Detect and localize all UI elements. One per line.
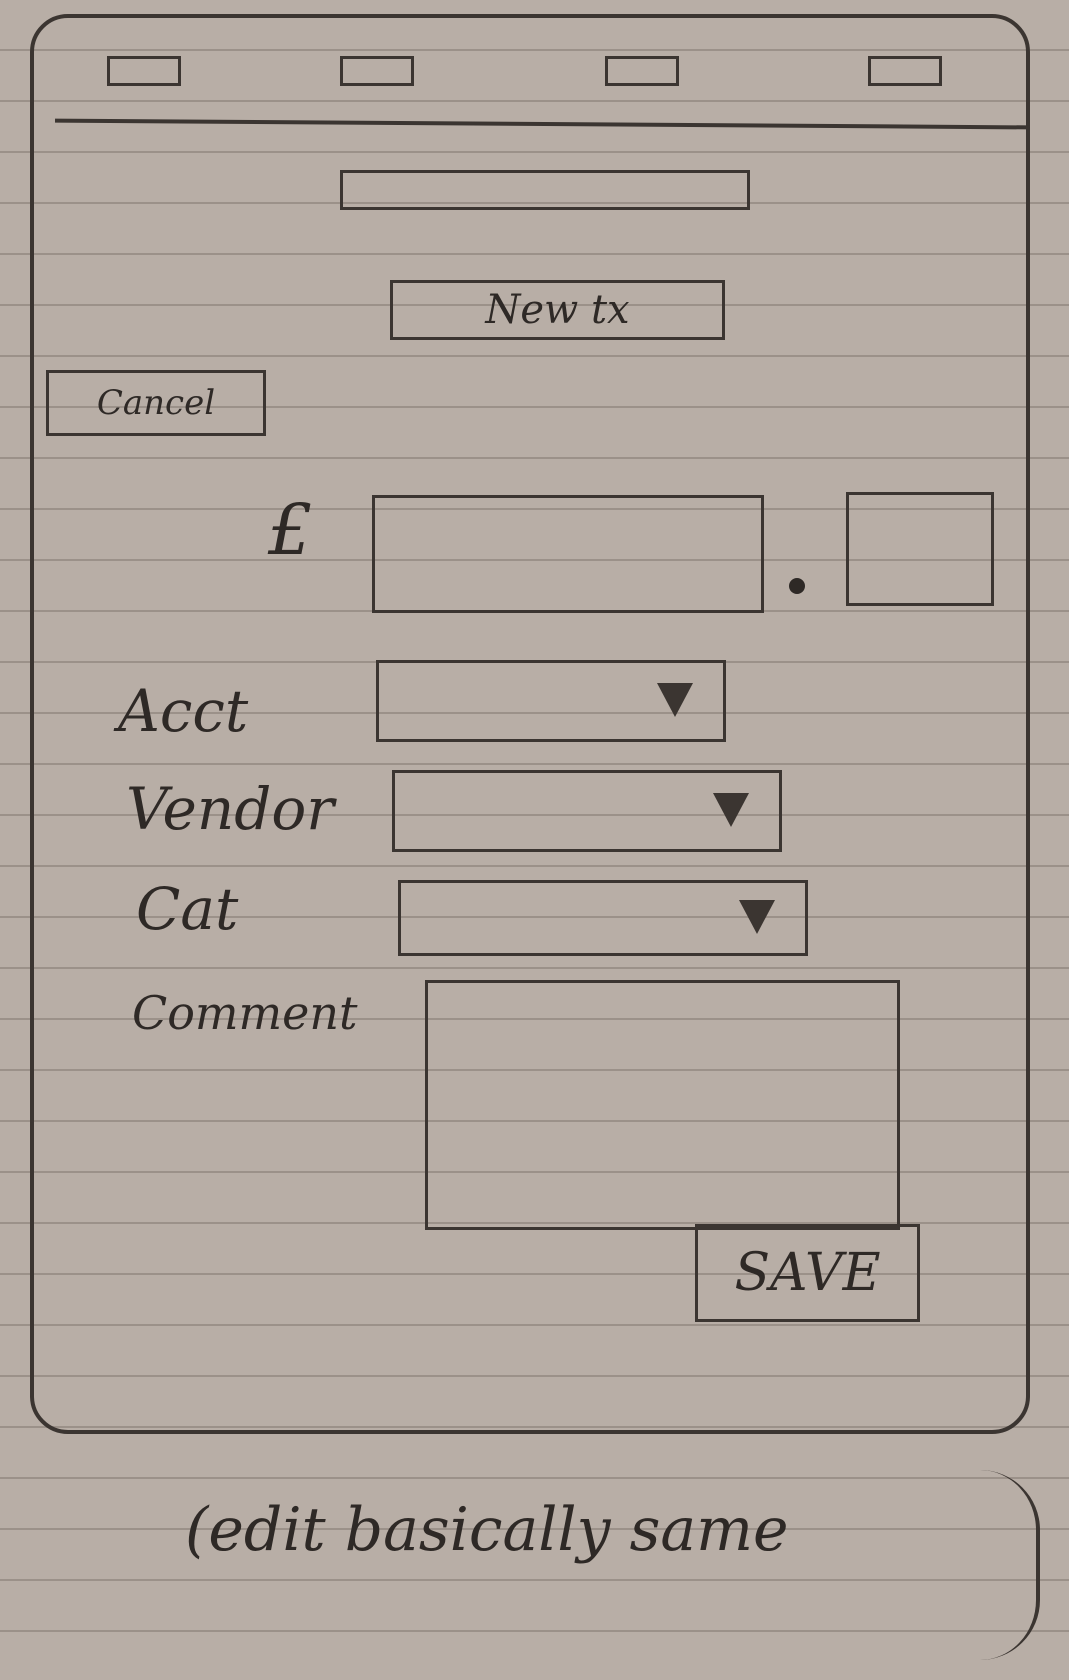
title-field (340, 170, 750, 210)
decimal-point (789, 578, 805, 594)
save-label: SAVE (734, 1243, 881, 1303)
triangle-down-icon (657, 683, 693, 717)
nav-tab-2[interactable] (340, 56, 414, 86)
vendor-select[interactable] (392, 770, 782, 852)
new-tx-heading: New tx (390, 280, 725, 340)
triangle-down-icon (739, 900, 775, 934)
phone-frame (30, 14, 1030, 1434)
amount-whole-input[interactable] (372, 495, 764, 613)
new-tx-label: New tx (485, 287, 630, 333)
footnote: (edit basically same (185, 1495, 789, 1565)
comment-textarea[interactable] (425, 980, 900, 1230)
currency-symbol: £ (268, 489, 313, 571)
triangle-down-icon (713, 793, 749, 827)
acct-select[interactable] (376, 660, 726, 742)
cancel-button[interactable]: Cancel (46, 370, 266, 436)
cat-select[interactable] (398, 880, 808, 956)
save-button[interactable]: SAVE (695, 1224, 920, 1322)
cancel-label: Cancel (96, 383, 216, 423)
nav-tab-3[interactable] (605, 56, 679, 86)
acct-label: Acct (118, 677, 249, 745)
nav-tab-4[interactable] (868, 56, 942, 86)
amount-fraction-input[interactable] (846, 492, 994, 606)
comment-label: Comment (132, 986, 358, 1040)
nav-tab-1[interactable] (107, 56, 181, 86)
closing-paren (980, 1470, 1040, 1660)
cat-label: Cat (136, 875, 239, 943)
vendor-label: Vendor (126, 775, 335, 843)
